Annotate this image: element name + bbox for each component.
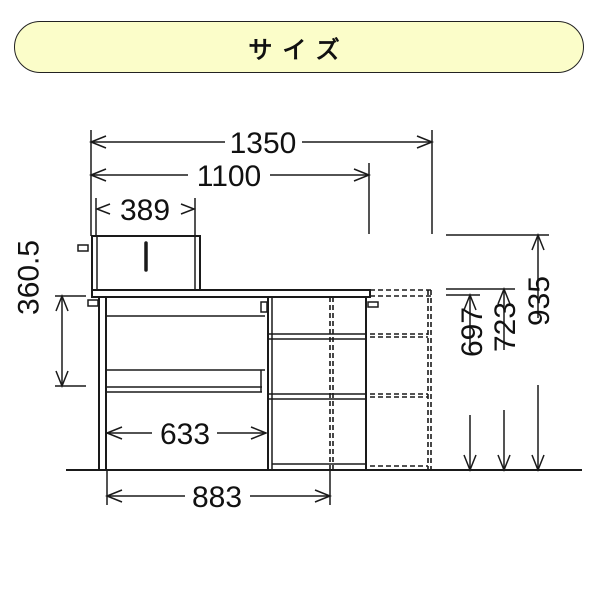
dimension-top-height: 723	[489, 286, 522, 473]
svg-text:697: 697	[456, 307, 489, 357]
cabinet	[267, 297, 379, 470]
dimension-upper-shelf-width: 389	[94, 194, 197, 227]
dimension-drawer-height: 360.5	[12, 240, 86, 389]
side-knob-icon	[87, 299, 99, 307]
svg-text:1100: 1100	[197, 160, 262, 193]
title-banner: サイズ	[14, 21, 584, 73]
dimension-desk-width: 1100	[88, 160, 372, 193]
dimension-knee-space: 633	[104, 418, 269, 451]
dimension-depth-span: 883	[104, 470, 333, 514]
side-knob-icon	[77, 244, 89, 252]
side-knob-icon	[367, 301, 379, 308]
dimension-overall-height: 935	[523, 232, 556, 473]
svg-text:389: 389	[120, 194, 170, 227]
left-leg	[87, 297, 107, 470]
svg-text:360.5: 360.5	[12, 240, 45, 315]
under-desk-drawer	[106, 301, 268, 393]
dimension-desk-height: 697	[456, 292, 489, 473]
svg-text:723: 723	[489, 302, 522, 352]
desktop-panel	[91, 289, 371, 298]
svg-text:1350: 1350	[230, 127, 297, 160]
svg-text:935: 935	[523, 276, 556, 326]
upper-shelf	[77, 235, 201, 291]
svg-text:883: 883	[192, 481, 242, 514]
dashed-extension	[370, 289, 432, 470]
title-text: サイズ	[248, 34, 350, 64]
dimension-overall-width: 1350	[88, 127, 435, 160]
svg-text:633: 633	[160, 418, 210, 451]
